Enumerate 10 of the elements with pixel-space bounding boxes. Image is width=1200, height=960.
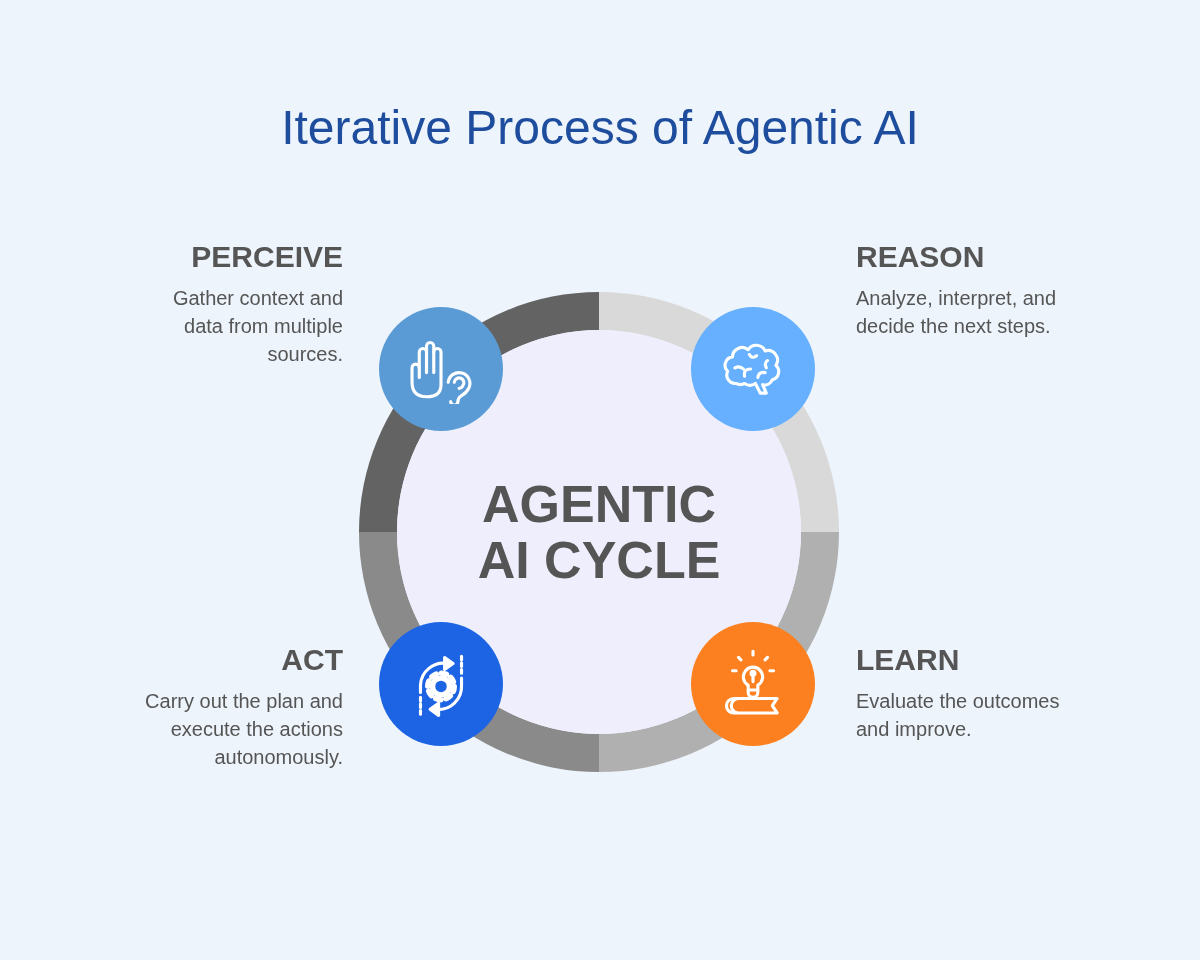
cycle-label: AGENTIC AI CYCLE: [476, 476, 722, 588]
stage-heading: REASON: [856, 240, 985, 274]
stage-description: Carry out the plan and execute the actions autonomously.: [144, 689, 343, 770]
stage-heading: LEARN: [856, 643, 960, 677]
stage-heading: PERCEIVE: [191, 240, 343, 274]
stage-description: Analyze, interpret, and decide the next steps.: [856, 286, 1058, 339]
stage-description: Gather context and data from multiple sources.: [171, 286, 343, 367]
stage-description: Evaluate the outcomes and improve.: [856, 689, 1061, 742]
stage-heading: ACT: [281, 643, 343, 677]
diagram-title: Iterative Process of Agentic AI: [280, 100, 920, 156]
